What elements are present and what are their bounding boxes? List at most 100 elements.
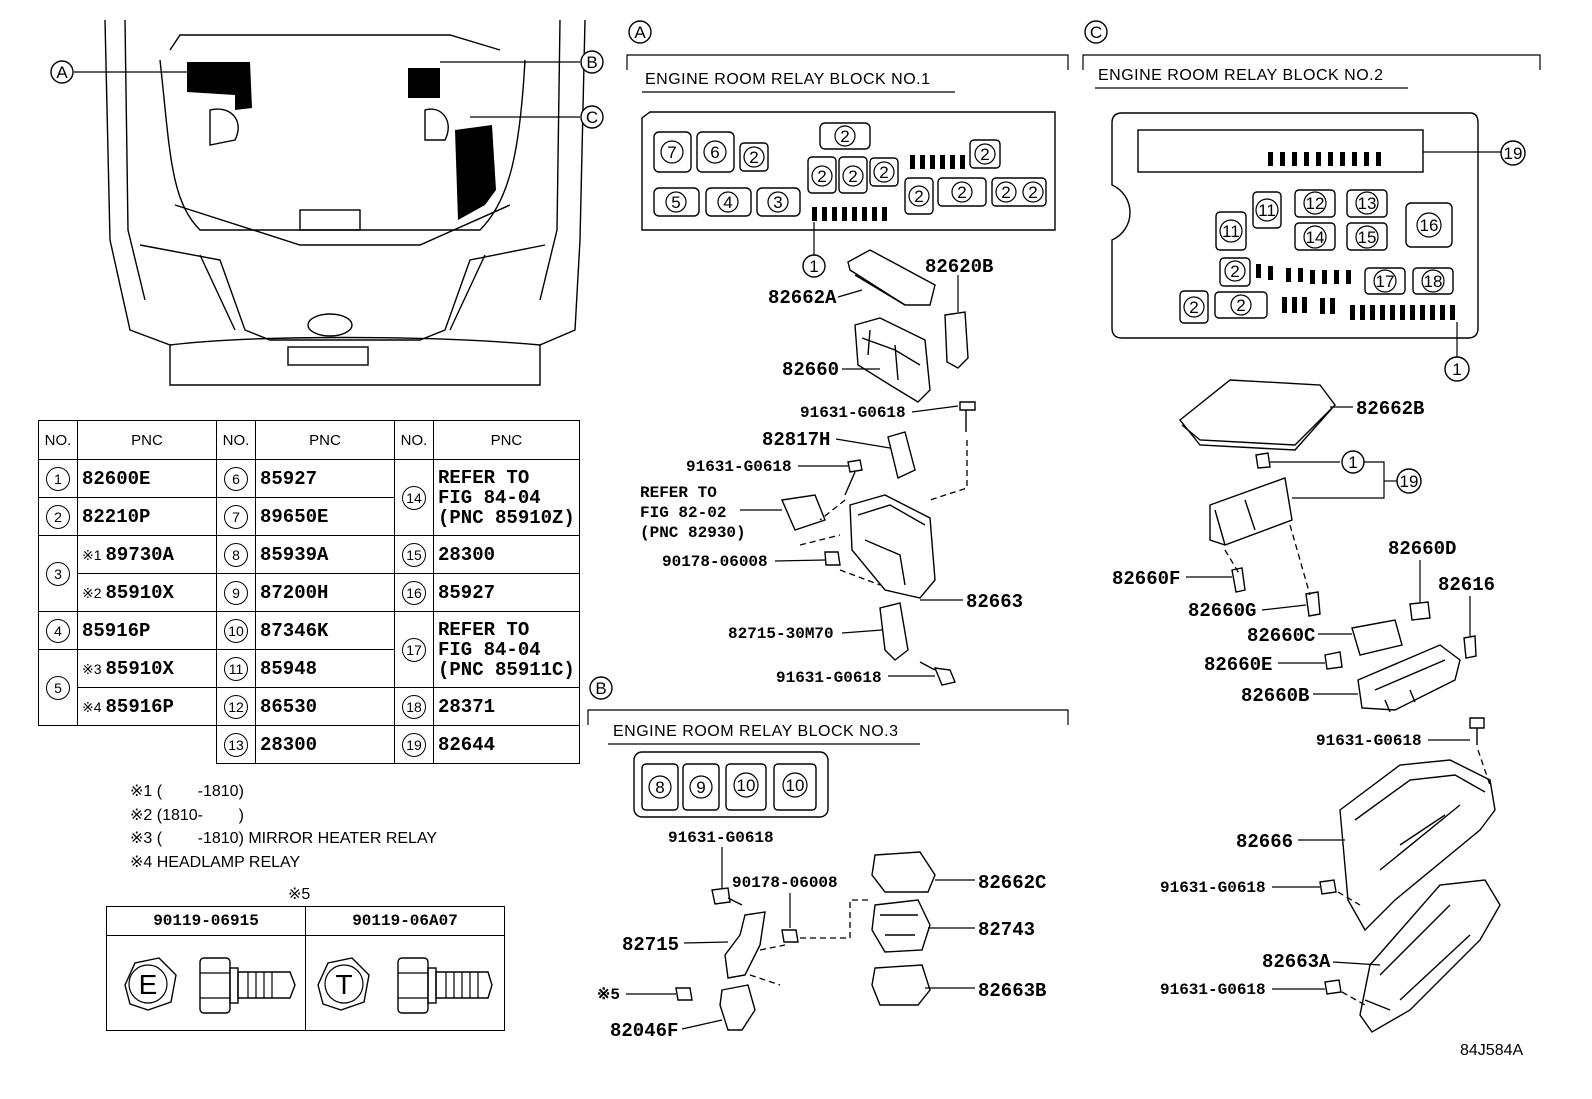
- part-nut-90178-b: 90178-06008: [732, 874, 838, 892]
- pnc-table: NO. PNC NO. PNC NO. PNC 1 82600E 6 85927…: [38, 420, 580, 764]
- part-82662C: 82662C: [978, 872, 1046, 894]
- table-cell-pnc: 82644: [433, 725, 580, 764]
- bolt-c3-drawing: [1324, 979, 1342, 995]
- section-c-title: ENGINE ROOM RELAY BLOCK NO.2: [1098, 67, 1383, 84]
- col-header-no-1: NO.: [38, 420, 78, 460]
- terminal-82660F-drawing: [1231, 567, 1246, 593]
- table-cell-pnc: 28300: [255, 725, 395, 764]
- bracket-82715-drawing: [724, 911, 766, 979]
- b2-slot-11b: 11: [1222, 222, 1240, 241]
- table-cell-pnc: 85927: [255, 459, 395, 498]
- part-82660B: 82660B: [1241, 685, 1309, 707]
- table-cell-pnc: 82600E: [77, 459, 217, 498]
- holder-82663B-drawing: [871, 964, 931, 1006]
- b2-slot-2b: 2: [1189, 298, 1198, 317]
- table-row-no: 2: [38, 497, 78, 536]
- block-82660-drawing: [854, 317, 931, 403]
- part-bolt-91631-f: 91631-G0618: [1160, 879, 1266, 897]
- table-empty-cell: [39, 726, 217, 764]
- table-row-no: 14: [394, 459, 434, 536]
- bolt-3-drawing: [919, 661, 956, 686]
- table-row-no: 8: [216, 535, 256, 574]
- bracket-82817H-drawing: [887, 431, 916, 479]
- table-cell-pnc: 87346K: [255, 611, 395, 650]
- bolt-table-header: ※5: [288, 886, 311, 903]
- table-cell-pnc: 87200H: [255, 573, 395, 612]
- bracket-82715-drawing: [879, 602, 909, 661]
- table-cell-pnc: 89650E: [255, 497, 395, 536]
- table-row-no: 4: [38, 611, 78, 650]
- table-row-no: 13: [216, 725, 256, 764]
- part-82660D: 82660D: [1388, 538, 1456, 560]
- refer-line-1: REFER TO: [640, 484, 717, 502]
- part-82660: 82660: [782, 359, 839, 381]
- table-row-no: 5: [38, 649, 78, 726]
- b2-slot-13: 13: [1358, 194, 1377, 213]
- section-b-title: ENGINE ROOM RELAY BLOCK NO.3: [613, 723, 898, 740]
- bolt-2-drawing: [844, 459, 863, 496]
- part-82663B: 82663B: [978, 980, 1046, 1002]
- fuse-row-1: [812, 155, 965, 221]
- table-row-no: 1: [38, 459, 78, 498]
- part-bolt-91631-d: 91631-G0618: [668, 829, 774, 847]
- b3-slot-10a: 10: [737, 776, 756, 795]
- part-82660E: 82660E: [1204, 654, 1272, 676]
- b2-label-19: 19: [1400, 472, 1419, 491]
- nut-b-drawing: [781, 929, 799, 943]
- part-82046F: 82046F: [610, 1020, 678, 1042]
- bracket-82620B-drawing: [944, 311, 969, 369]
- cover-82662A-drawing: [847, 249, 936, 306]
- b2-slot-2a: 2: [1230, 262, 1239, 281]
- part-bolt-91631-b: 91631-G0618: [686, 458, 792, 476]
- bracket-82046F-drawing: [719, 984, 756, 1031]
- b2-slot-12: 12: [1306, 194, 1325, 213]
- col-header-no-2: NO.: [216, 420, 256, 460]
- table-row-no: 7: [216, 497, 256, 536]
- part-82666: 82666: [1236, 831, 1293, 853]
- part-82660F: 82660F: [1112, 568, 1180, 590]
- section-a-title: ENGINE ROOM RELAY BLOCK NO.1: [645, 71, 930, 88]
- table-cell-pnc: 85916P: [77, 611, 217, 650]
- section-a-relay-block-1: A ENGINE ROOM RELAY BLOCK NO.1 7 6 2 2 2…: [626, 20, 1069, 687]
- b1-slot-6: 6: [710, 143, 719, 162]
- b1-slot-5: 5: [671, 193, 680, 212]
- table-row-no: 19: [394, 725, 434, 764]
- fuse-rows-block-2: [1256, 152, 1455, 320]
- view-label-c: C: [586, 108, 598, 127]
- b2-callout-19: 19: [1504, 144, 1523, 163]
- b1-slot-2c: 2: [817, 167, 826, 186]
- connector-82660D-drawing: [1409, 601, 1431, 621]
- connector-82660E-drawing: [1324, 651, 1343, 670]
- table-cell-pnc: 82210P: [77, 497, 217, 536]
- table-row-no: 6: [216, 459, 256, 498]
- relay-82662C-drawing: [871, 851, 936, 893]
- table-cell-pnc: 85939A: [255, 535, 395, 574]
- part-82620B: 82620B: [925, 256, 993, 278]
- col-header-pnc-3: PNC: [433, 420, 580, 460]
- col-header-no-3: NO.: [394, 420, 434, 460]
- table-row-no: 9: [216, 573, 256, 612]
- clip-drawing: [1255, 452, 1271, 469]
- module-82644-drawing: [1209, 477, 1293, 546]
- b1-slot-2j: 2: [1028, 183, 1037, 202]
- part-82663: 82663: [966, 591, 1023, 613]
- table-row-no: 18: [394, 687, 434, 726]
- part-82817H: 82817H: [762, 429, 830, 451]
- note-1: ※1 ( -1810): [130, 783, 244, 800]
- part-82743: 82743: [978, 919, 1035, 941]
- table-row-no: 3: [38, 535, 78, 612]
- b2-callout-1: 1: [1452, 360, 1461, 379]
- block-82660B-drawing: [1357, 644, 1461, 711]
- bolt-c1-drawing: [1469, 717, 1485, 745]
- bolt-d-drawing: [711, 887, 743, 906]
- table-row-no: 10: [216, 611, 256, 650]
- b2-slot-11a: 11: [1258, 201, 1276, 220]
- part-82616: 82616: [1438, 574, 1495, 596]
- b2-slot-15: 15: [1358, 228, 1377, 247]
- relay-socket-drawing: [780, 494, 826, 531]
- cover-82662B-drawing: [1179, 379, 1336, 451]
